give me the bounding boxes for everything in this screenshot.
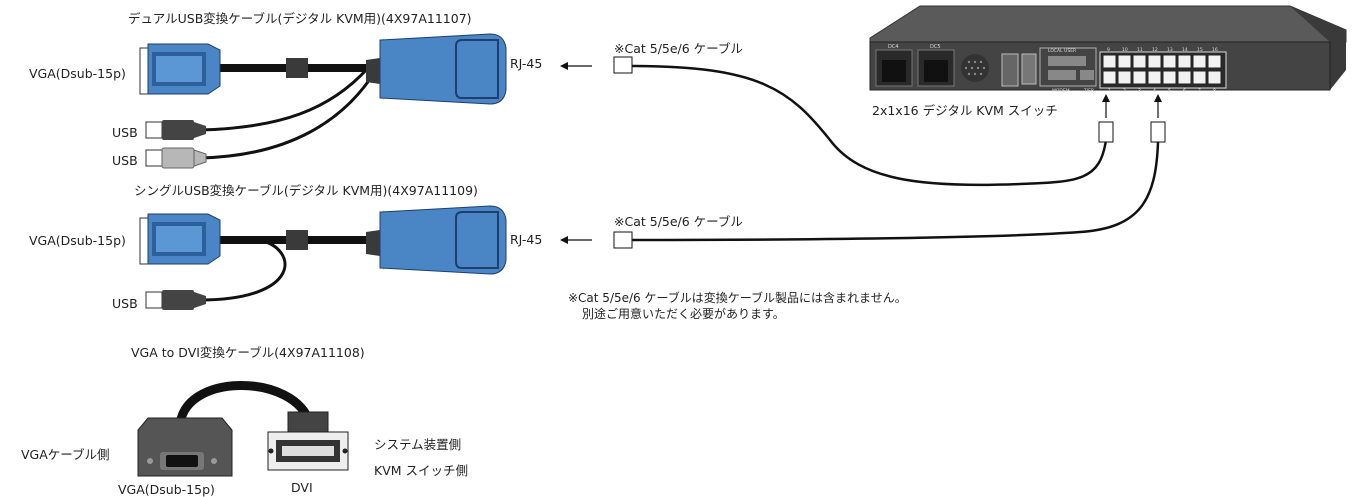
switch-port-14 [1177,54,1192,69]
single-rj45-dongle [366,205,507,275]
dual-rj45-dongle [366,33,507,105]
switch-port-5 [1162,70,1177,85]
single-cat-label: ※Cat 5/5e/6 ケーブル [614,214,743,229]
switch-port-number: 5 [1168,88,1171,94]
dual-cat-label: ※Cat 5/5e/6 ケーブル [614,41,743,56]
switch-plug-2 [1150,121,1166,143]
dual-usb-cable [139,33,633,169]
note-line2: 別途ご用意いただく必要があります。 [582,307,785,321]
dual-usb-plug-2 [145,147,207,169]
switch-port-number: 3 [1138,88,1141,94]
vga-dvi-cable [137,381,349,477]
switch-port-number: 15 [1197,47,1203,53]
vga-dvi-cable-title: VGA to DVI変換ケーブル(4X97A11108) [131,345,365,360]
note-line1: ※Cat 5/5e/6 ケーブルは変換ケーブル製品には含まれません。 [568,291,907,305]
single-usb-label: USB [112,296,138,311]
switch-label: 2x1x16 デジタル KVM スイッチ [872,103,1058,118]
switch-port-number: 2 [1123,88,1126,94]
switch-port-3 [1132,70,1147,85]
switch-port-number: 4 [1153,88,1156,94]
dual-vga-label: VGA(Dsub-15p) [29,66,126,81]
vga-female-connector [137,417,233,477]
switch-port-8 [1207,70,1222,85]
dual-usb1-label: USB [112,125,138,140]
switch-port-number: 9 [1107,47,1110,53]
single-vga-label: VGA(Dsub-15p) [29,233,126,248]
switch-port-13 [1162,54,1177,69]
single-usb-cable [139,205,633,310]
switch-port-9 [1102,54,1117,69]
switch-tier-text: TIER [1083,88,1094,94]
dual-vga-connector [139,43,221,95]
switch-ports-bottom [1102,70,1222,85]
single-vga-connector [139,213,221,265]
switch-port-number: 6 [1183,88,1186,94]
switch-local-user-text: LOCAL USER [1048,48,1076,54]
svg-text:DC4: DC4 [888,44,899,50]
svg-text:DC5: DC5 [930,44,941,50]
system-side-label: システム装置側 [374,437,462,452]
dual-rj45-label: RJ-45 [510,56,543,71]
single-rj45-label: RJ-45 [510,232,543,247]
switch-port-15 [1192,54,1207,69]
switch-port-16 [1207,54,1222,69]
switch-port-number: 7 [1198,88,1201,94]
kvm-side-label: KVM スイッチ側 [374,463,469,478]
dvi-label: DVI [291,480,313,495]
dual-usb-plug-1 [145,120,206,140]
vga-connector-label: VGA(Dsub-15p) [118,482,215,497]
switch-port-11 [1132,54,1147,69]
switch-port-number: 16 [1212,47,1218,53]
switch-port-10 [1117,54,1132,69]
vga-side-label: VGAケーブル側 [21,447,110,462]
single-usb-plug [145,290,206,310]
switch-modem-text: MODEM [1052,88,1070,94]
switch-ports-top [1102,54,1222,69]
switch-port-number: 8 [1213,88,1216,94]
dual-usb2-label: USB [112,153,138,168]
switch-port-6 [1177,70,1192,85]
switch-port-4 [1147,70,1162,85]
switch-port-number: 10 [1122,47,1128,53]
switch-port-1 [1102,70,1117,85]
switch-port-7 [1192,70,1207,85]
switch-port-number: 13 [1167,47,1173,53]
dvi-male-connector [267,411,349,471]
switch-port-number: 14 [1182,47,1188,53]
dual-usb-cable-title: デュアルUSB変換ケーブル(デジタル KVM用)(4X97A11107) [128,11,472,26]
switch-port-number: 12 [1152,47,1158,53]
single-usb-cable-title: シングルUSB変換ケーブル(デジタル KVM用)(4X97A11109) [134,183,478,198]
switch-port-number: 1 [1108,88,1111,94]
switch-port-2 [1117,70,1132,85]
cat-cable-2 [631,141,1160,242]
switch-port-12 [1147,54,1162,69]
switch-port-number: 11 [1137,47,1143,53]
cat-cable-1 [631,64,1108,187]
switch-plug-1 [1098,121,1114,143]
